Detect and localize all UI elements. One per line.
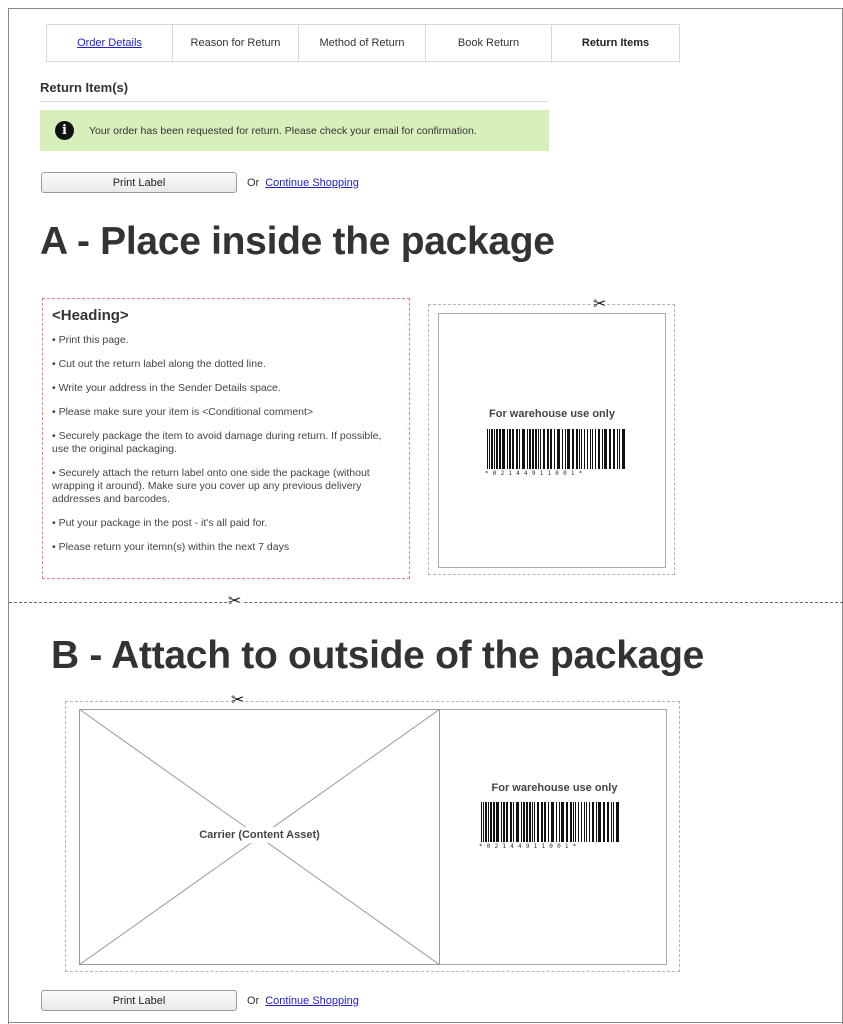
tab-label: Reason for Return xyxy=(190,37,281,49)
tab-label[interactable]: Order Details xyxy=(77,37,142,49)
or-text: Or xyxy=(247,994,260,1007)
tab-method-of-return: Method of Return xyxy=(299,25,426,61)
tab-book-return: Book Return xyxy=(426,25,552,61)
label-b-cut-border xyxy=(65,701,680,972)
carrier-label-text: Carrier (Content Asset) xyxy=(196,827,323,843)
return-steps-tabs: Order Details Reason for Return Method o… xyxy=(46,24,680,62)
or-text: Or xyxy=(247,176,260,189)
instruction-item: • Put your package in the post - it's al… xyxy=(52,517,268,529)
continue-shopping-link[interactable]: Continue Shopping xyxy=(265,176,359,189)
carrier-label: Carrier (Content Asset) xyxy=(79,827,440,843)
instruction-item: • Write your address in the Sender Detai… xyxy=(52,382,281,394)
instruction-item: • Please make sure your item is <Conditi… xyxy=(52,406,314,418)
tab-label: Method of Return xyxy=(319,37,405,49)
print-label-button[interactable]: Print Label xyxy=(41,990,237,1011)
label-a: For warehouse use only *02144911001* xyxy=(438,313,666,568)
instruction-item: • Cut out the return label along the dot… xyxy=(52,358,266,370)
print-label-button[interactable]: Print Label xyxy=(41,172,237,193)
divider xyxy=(40,101,548,102)
instruction-item: • Securely package the item to avoid dam… xyxy=(52,430,382,455)
notice-text: Your order has been requested for return… xyxy=(89,124,477,137)
label-b: For warehouse use only *02144911001* xyxy=(79,709,667,965)
barcode-number: *02144911001* xyxy=(479,843,581,850)
page-frame xyxy=(8,8,843,1024)
section-b-heading: B - Attach to outside of the package xyxy=(51,634,704,677)
scissors-icon: ✂ xyxy=(592,294,608,313)
section-a-heading: A - Place inside the package xyxy=(40,220,555,263)
instruction-item: • Securely attach the return label onto … xyxy=(52,467,370,505)
warehouse-use-text: For warehouse use only xyxy=(491,782,618,794)
barcode xyxy=(487,429,627,469)
page-frame-bottom xyxy=(8,1022,843,1023)
barcode-number: *02144911001* xyxy=(485,470,587,477)
scissors-icon: ✂ xyxy=(227,591,243,610)
tab-order-details[interactable]: Order Details xyxy=(47,25,173,61)
confirmation-notice: i Your order has been requested for retu… xyxy=(40,110,549,151)
tab-return-items: Return Items xyxy=(552,25,679,61)
continue-shopping-link[interactable]: Continue Shopping xyxy=(265,994,359,1007)
section-title: Return Item(s) xyxy=(40,80,129,95)
barcode xyxy=(481,802,621,842)
tab-label: Return Items xyxy=(581,37,650,49)
instruction-item: • Please return your itemn(s) within the… xyxy=(52,541,290,553)
instructions-heading: <Heading> xyxy=(52,307,129,324)
tab-label: Book Return xyxy=(457,37,520,49)
tab-reason-for-return: Reason for Return xyxy=(173,25,299,61)
warehouse-use-text: For warehouse use only xyxy=(489,408,615,420)
carrier-image-placeholder: Carrier (Content Asset) xyxy=(79,709,440,965)
instructions-box: <Heading> • Print this page. • Cut out t… xyxy=(42,298,410,579)
scissors-icon: ✂ xyxy=(230,690,246,709)
cut-line xyxy=(9,602,843,603)
top-actions: Print Label Or Continue Shopping xyxy=(41,172,359,193)
info-icon: i xyxy=(55,121,74,140)
label-a-cut-border xyxy=(428,304,675,575)
instruction-item: • Print this page. xyxy=(52,334,129,346)
bottom-actions: Print Label Or Continue Shopping xyxy=(41,990,359,1011)
